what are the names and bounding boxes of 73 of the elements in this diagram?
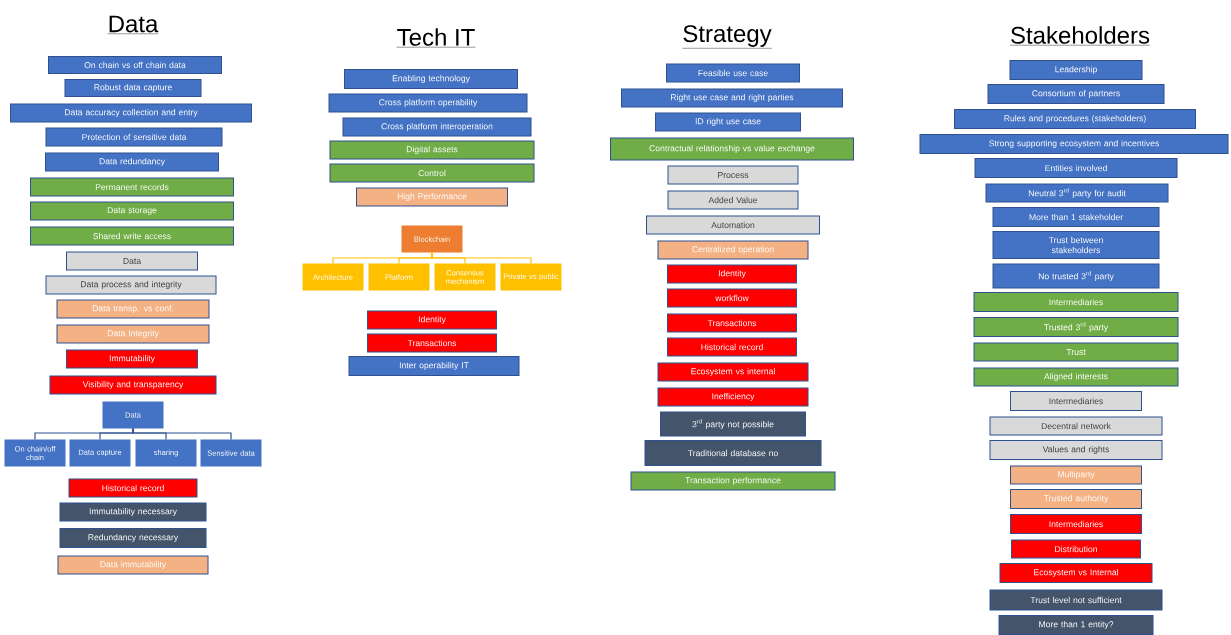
label-box: Enabling technology — [344, 69, 518, 89]
label-box: Redundancy necessary — [59, 528, 207, 548]
label-box: Distribution — [1011, 539, 1141, 559]
label-box: Data process and integrity — [45, 275, 217, 295]
label-box: Data accuracy collection and entry — [10, 103, 252, 123]
label-box: Visibility and transparency — [49, 375, 217, 395]
label-box: Transaction performance — [630, 471, 836, 491]
label-box: Shared write access — [30, 226, 234, 246]
column-heading: Data — [107, 15, 159, 34]
label-box: Leadership — [1009, 60, 1143, 80]
column-heading: Tech IT — [396, 28, 476, 48]
label-box: Added Value — [667, 190, 799, 210]
label-box: Robust data capture — [64, 79, 202, 97]
label-box: Centralized operation — [657, 240, 809, 260]
label-box: On chain vs off chain data — [48, 56, 222, 74]
label-box: Decentral network — [989, 416, 1163, 436]
label-box: Inefficiency — [657, 387, 809, 407]
label-box: Trust level not sufficient — [989, 589, 1163, 611]
column-heading: Strategy — [682, 25, 772, 49]
label-box: Data storage — [30, 201, 234, 221]
label-box: More than 1 entity? — [998, 615, 1154, 635]
label-box: Data Integrity — [56, 324, 210, 344]
label-box: Cross platform operability — [328, 93, 528, 113]
label-box: No trusted 3$^{rd}$ party — [992, 263, 1160, 289]
label-box: Ecosystem vs Internal — [999, 563, 1153, 583]
label-box: Immutability necessary — [59, 502, 207, 522]
label-box: Identity — [367, 310, 497, 330]
label-box: Control — [329, 163, 535, 183]
label-box: 3$^{rd}$ party not possible — [660, 411, 806, 437]
column-heading: Stakeholders — [1009, 26, 1151, 46]
label-box: Neutral 3$^{rd}$ party for audit — [985, 183, 1169, 203]
label-box: Consortium of partners — [987, 84, 1165, 104]
label-box: Permanent records — [30, 177, 234, 197]
label-box: Data transp. vs conf. — [56, 299, 210, 319]
label-box: Intermediaries — [1010, 391, 1142, 411]
label-box: Inter operability IT — [348, 356, 520, 376]
label-box: Historical record — [68, 478, 198, 498]
label-box: Right use case and right parties — [621, 88, 843, 108]
label-box: Feasible use case — [666, 63, 800, 83]
label-box: Data — [66, 251, 198, 271]
label-box: Intermediaries — [973, 292, 1179, 312]
label-box: Traditional database no — [644, 440, 822, 466]
label-box: Strong supporting ecosystem and incentives — [919, 134, 1229, 154]
label-box: Values and rights — [989, 440, 1163, 460]
label-box: Transactions — [667, 313, 797, 333]
label-box: Trusted 3$^{rd}$ party — [973, 317, 1179, 337]
label-box: Trust between stakeholders — [992, 231, 1160, 259]
label-box: Aligned interests — [973, 367, 1179, 387]
label-box: Entities involved — [974, 158, 1178, 178]
label-box: Digital assets — [329, 140, 535, 160]
label-box: More than 1 stakeholder — [992, 207, 1160, 227]
label-box: Historical record — [667, 337, 797, 357]
label-box: Protection of sensitive data — [45, 127, 223, 147]
label-box: Data immutability — [57, 555, 209, 575]
label-box: Intermediaries — [1010, 514, 1142, 534]
label-box: Cross platform interoperation — [342, 117, 532, 137]
connector-line — [132, 427, 232, 441]
label-box: Multiparty — [1010, 465, 1142, 485]
label-box: Transactions — [367, 333, 497, 353]
label-box: Immutability — [66, 349, 198, 369]
label-box: Identity — [667, 264, 797, 284]
label-box: Trust — [973, 342, 1179, 362]
label-box: Data redundancy — [45, 152, 219, 172]
label-box: High Performance — [356, 187, 508, 207]
label-box: workflow — [667, 288, 797, 308]
label-box: Rules and procedures (stakeholders) — [954, 109, 1196, 129]
label-box: Contractual relationship vs value exchange — [610, 137, 854, 161]
connector-line — [431, 251, 532, 265]
label-box: Automation — [646, 215, 820, 235]
label-box: Trusted authority — [1010, 489, 1142, 509]
label-box: Ecosystem vs internal — [657, 362, 809, 382]
label-box: ID right use case — [655, 112, 801, 132]
label-box: Process — [667, 165, 799, 185]
